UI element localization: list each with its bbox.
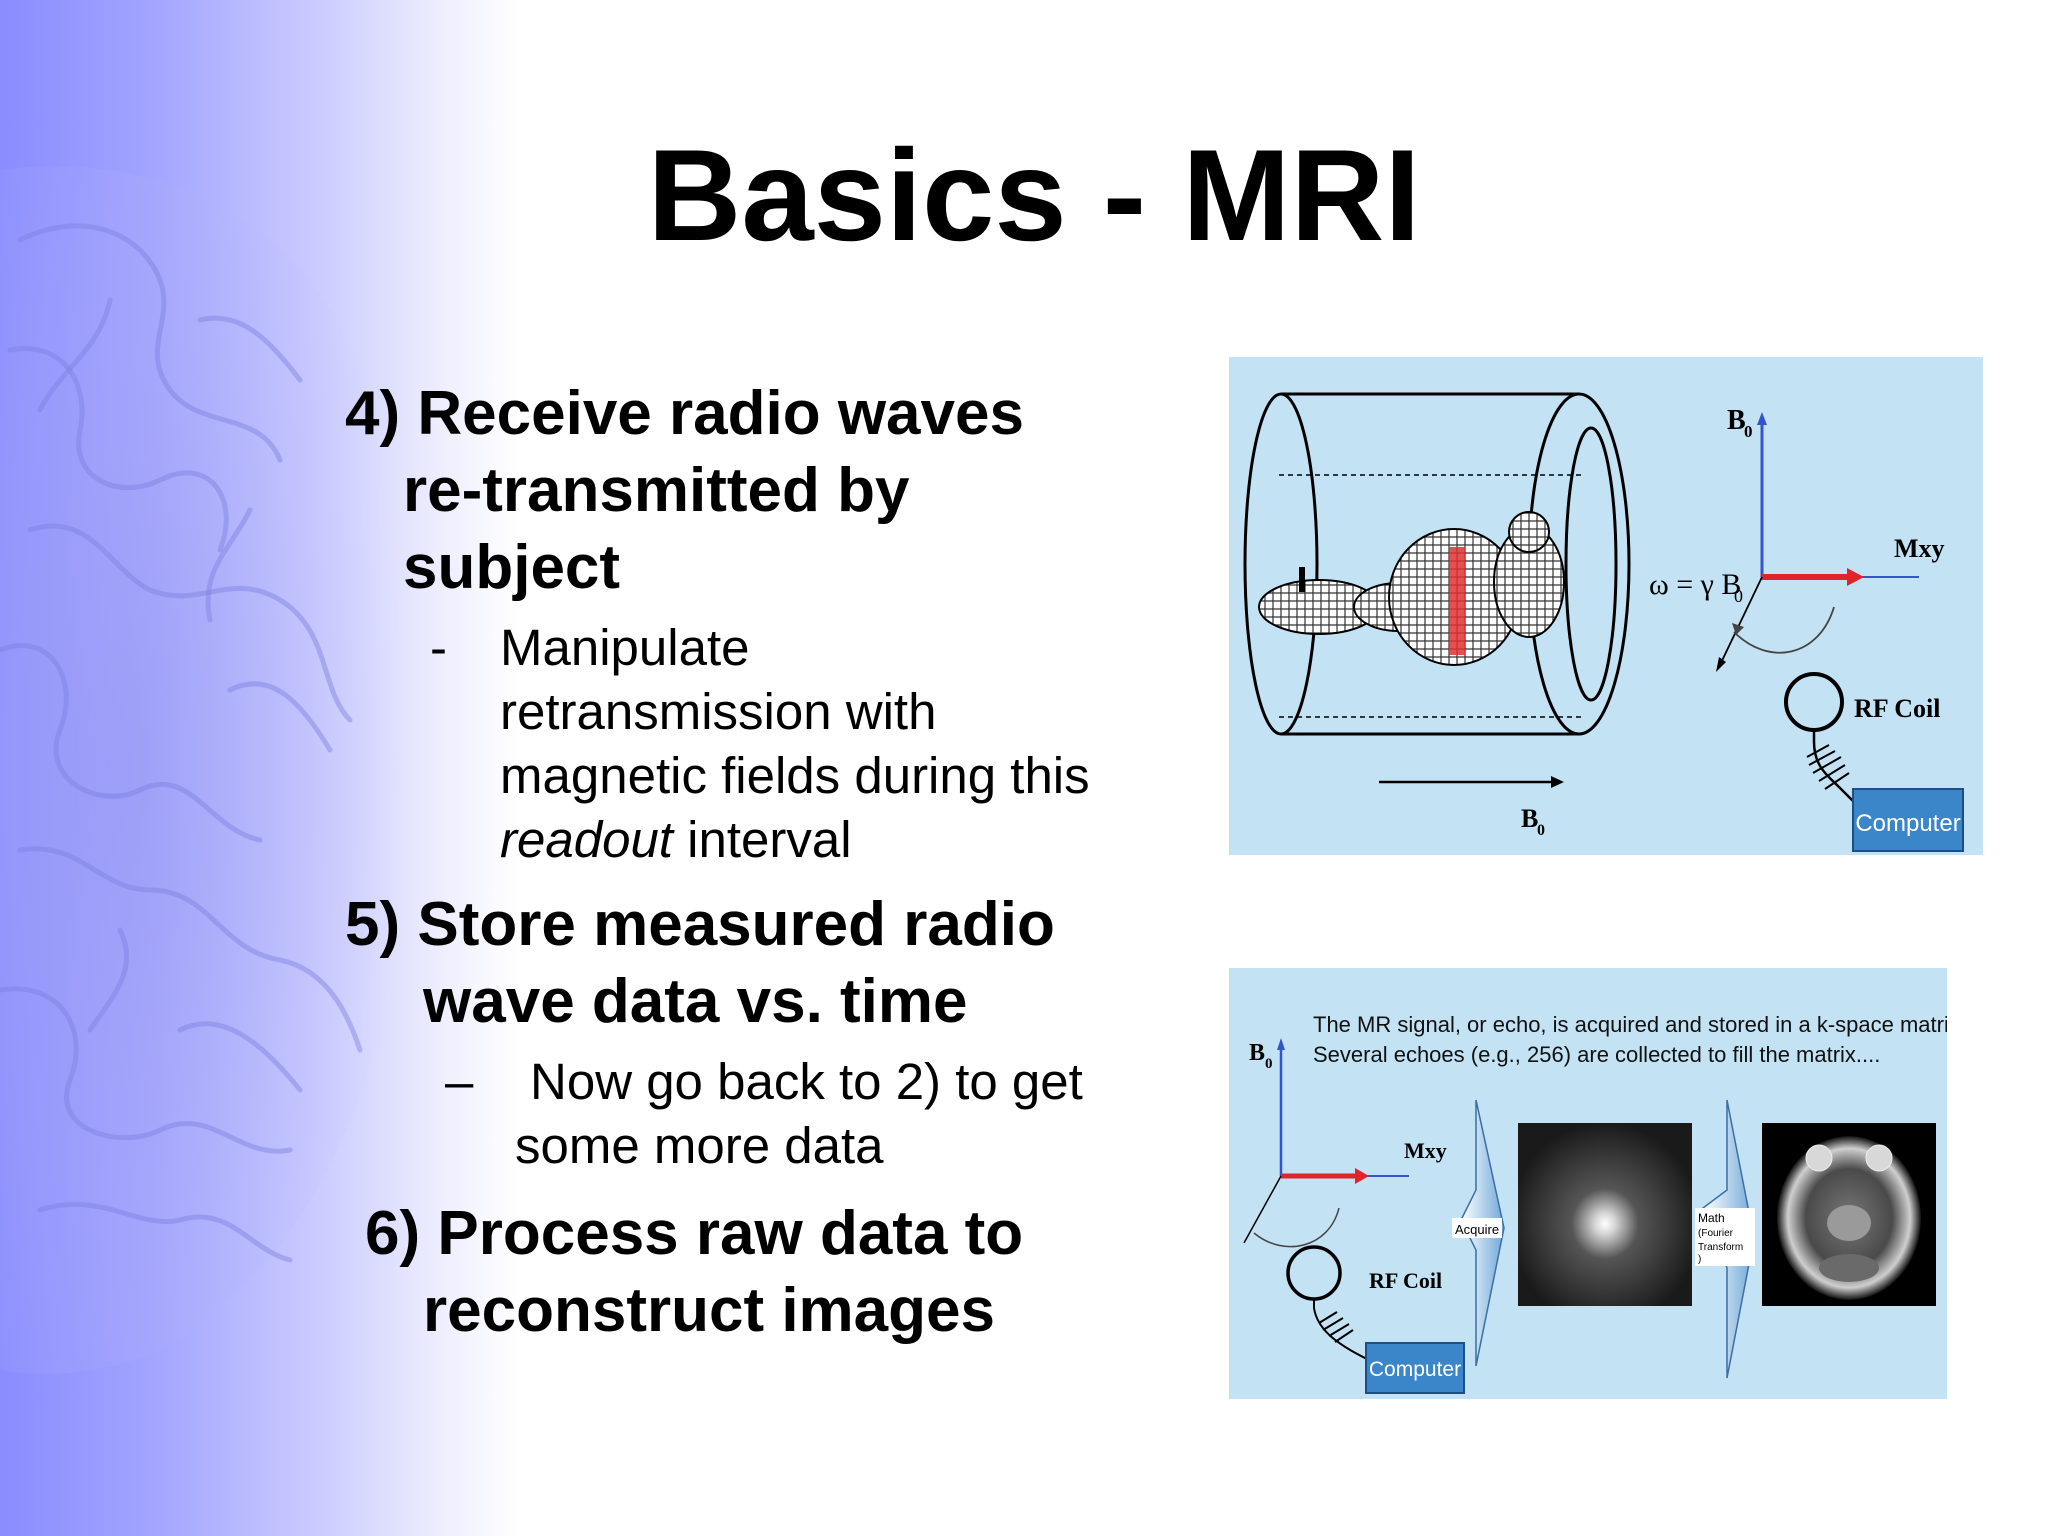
scanner-diagram: B 0 B 0 Mxy ω = γ B 0 RF Coil Computer — [1243, 392, 1964, 852]
bullet-5-sub-dash: – — [445, 1053, 474, 1110]
svg-text:0: 0 — [1744, 422, 1753, 441]
rf-coil-label: RF Coil — [1854, 694, 1940, 723]
bullet-4-sub-line3: magnetic fields during this — [500, 747, 1090, 804]
svg-text:(Fourier: (Fourier — [1698, 1228, 1734, 1239]
computer-box — [1852, 788, 1964, 852]
bullet-5-heading: 5) Store measured radio wave data vs. ti… — [345, 886, 1205, 1040]
computer-box-2 — [1365, 1342, 1465, 1394]
svg-text:0: 0 — [1537, 822, 1545, 839]
svg-text:0: 0 — [1734, 586, 1743, 606]
rf-coil-loop-2 — [1286, 1245, 1342, 1301]
svg-text:): ) — [1698, 1254, 1701, 1265]
bullet-5-sub-line1: Now go back to 2) to get — [530, 1053, 1083, 1110]
bullet-item-4: 4) Receive radio waves re-transmitted by… — [345, 375, 1205, 872]
b0-bottom-label: B — [1521, 804, 1538, 833]
slide-title: Basics - MRI — [647, 122, 1421, 268]
precession-arc — [1733, 606, 1835, 654]
mxy-label: Mxy — [1894, 534, 1945, 563]
b0-label-2: B — [1249, 1040, 1265, 1066]
bullet-4-line1: Receive radio waves — [417, 379, 1024, 448]
bullet-4-sub-dash: - — [430, 619, 447, 676]
bullet-6-line2: reconstruct images — [423, 1276, 995, 1345]
bullet-6-heading: 6) Process raw data to reconstruct image… — [365, 1195, 1225, 1349]
figure-kspace: The MR signal, or echo, is acquired and … — [1229, 968, 1947, 1399]
math-label: Math — [1698, 1211, 1725, 1225]
bullet-6-line1: Process raw data to — [437, 1199, 1024, 1268]
svg-text:Transform: Transform — [1698, 1242, 1743, 1253]
larmor-equation: ω = γ B — [1649, 568, 1741, 601]
kspace-image — [1518, 1123, 1692, 1306]
bullet-5-sub-line2: some more data — [515, 1117, 884, 1174]
bullet-5-number: 5) — [345, 890, 401, 959]
svg-text:0: 0 — [1265, 1056, 1273, 1072]
bullet-4-line3: subject — [403, 533, 621, 602]
bullet-4-line2: re-transmitted by — [403, 456, 910, 525]
mxy-label-2: Mxy — [1404, 1138, 1447, 1163]
bullet-4-sub-line1: Manipulate — [500, 619, 750, 676]
bullet-6-number: 6) — [365, 1199, 421, 1268]
brain-decoration — [0, 166, 410, 1374]
caption-line1: The MR signal, or echo, is acquired and … — [1313, 1012, 1947, 1037]
rf-coil-label-2: RF Coil — [1369, 1268, 1442, 1293]
bullet-4-sub-line4: readout interval — [430, 808, 1205, 872]
bullet-item-5: 5) Store measured radio wave data vs. ti… — [345, 886, 1205, 1178]
bullet-4-number: 4) — [345, 379, 401, 448]
patient-body — [1258, 511, 1565, 666]
bullet-5-line2: wave data vs. time — [423, 967, 968, 1036]
bullet-4-heading: 4) Receive radio waves re-transmitted by… — [345, 375, 1205, 606]
bullet-item-6: 6) Process raw data to reconstruct image… — [365, 1195, 1225, 1349]
bullet-4-sub: -Manipulate retransmission with magnetic… — [345, 616, 1205, 872]
computer-label: Computer — [1855, 810, 1960, 837]
kspace-diagram: The MR signal, or echo, is acquired and … — [1243, 1012, 1947, 1394]
rf-coil-loop — [1784, 672, 1844, 732]
bullet-4-sub-line4-rest: interval — [672, 811, 852, 868]
bullet-4-sub-line2: retransmission with — [500, 683, 937, 740]
readout-italic: readout — [500, 811, 673, 868]
bullet-5-sub: –Now go back to 2) to get some more data — [345, 1050, 1205, 1178]
acquire-label: Acquire — [1455, 1222, 1499, 1237]
computer-label-2: Computer — [1369, 1358, 1461, 1381]
caption-line2: Several echoes (e.g., 256) are collected… — [1313, 1042, 1880, 1067]
b0-top-label: B — [1727, 405, 1746, 436]
figure-mri-scanner: B 0 B 0 Mxy ω = γ B 0 RF Coil Computer — [1229, 357, 1983, 855]
bullet-5-line1: Store measured radio — [417, 890, 1055, 959]
